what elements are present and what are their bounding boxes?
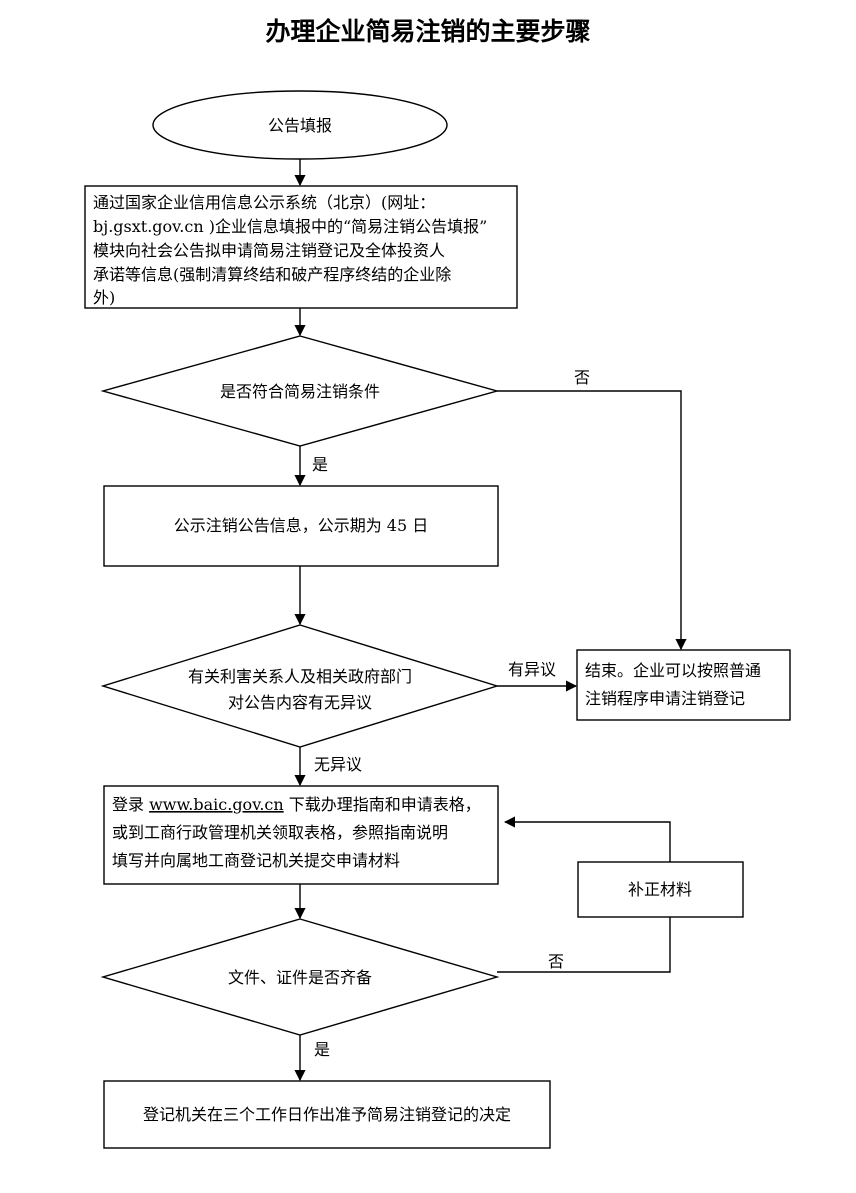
submit-suffix: 下载办理指南和申请表格， (284, 795, 481, 814)
start-node: 公告填报 (152, 90, 448, 160)
edge-label-no-docs: 否 (548, 952, 564, 971)
edge-label-yes-docs: 是 (314, 1040, 330, 1059)
end-line-1: 结束。企业可以按照普通 (585, 661, 761, 680)
publish-node: 通过国家企业信用信息公示系统（北京）(网址： bj.gsxt.gov.cn )企… (84, 185, 518, 309)
submit-line-2: 或到工商行政管理机关领取表格，参照指南说明 (112, 823, 448, 842)
docs-check-label: 文件、证件是否齐备 (228, 968, 372, 987)
end-line-2: 注销程序申请注销登记 (585, 689, 745, 708)
arrow-supplement-to-submit (503, 816, 671, 862)
baic-website-link[interactable]: www.baic.gov.cn (149, 795, 284, 814)
public-notice-node: 公示注销公告信息，公示期为 45 日 (103, 485, 499, 567)
start-label: 公告填报 (268, 116, 332, 135)
submit-node: 登录 www.baic.gov.cn 下载办理指南和申请表格， 或到工商行政管理… (103, 785, 499, 885)
docs-check-node: 文件、证件是否齐备 (100, 918, 500, 1036)
objection-check-node: 有关利害关系人及相关政府部门 对公告内容有无异议 (100, 624, 500, 748)
supplement-label: 补正材料 (628, 880, 692, 899)
publish-line-4: 承诺等信息(强制清算终结和破产程序终结的企业除 (93, 265, 451, 284)
objection-check-line-2: 对公告内容有无异议 (228, 693, 372, 712)
end-node: 结束。企业可以按照普通 注销程序申请注销登记 (576, 649, 791, 721)
decision-label: 登记机关在三个工作日作出准予简易注销登记的决定 (143, 1105, 511, 1124)
line-docs-no-to-supplement (497, 917, 671, 973)
edge-label-no-objection: 无异议 (314, 755, 362, 774)
supplement-node: 补正材料 (577, 861, 744, 918)
edge-label-no-condition: 否 (574, 368, 590, 387)
decision-node: 登记机关在三个工作日作出准予简易注销登记的决定 (103, 1080, 551, 1149)
submit-line-1: 登录 www.baic.gov.cn 下载办理指南和申请表格， (112, 795, 481, 814)
submit-prefix: 登录 (112, 795, 149, 814)
submit-line-3: 填写并向属地工商登记机关提交申请材料 (112, 851, 400, 870)
arrow-condition-no-to-end (497, 390, 687, 651)
publish-line-5: 外) (93, 288, 115, 307)
page-title: 办理企业简易注销的主要步骤 (265, 17, 591, 46)
edge-label-has-objection: 有异议 (508, 660, 556, 679)
condition-check-node: 是否符合简易注销条件 (100, 335, 500, 447)
public-notice-label: 公示注销公告信息，公示期为 45 日 (174, 516, 429, 535)
publish-line-3: 模块向社会公告拟申请简易注销登记及全体投资人 (93, 241, 445, 260)
publish-line-1: 通过国家企业信用信息公示系统（北京）(网址： (93, 193, 435, 212)
publish-line-2: bj.gsxt.gov.cn )企业信息填报中的“简易注销公告填报” (93, 217, 487, 236)
objection-check-line-1: 有关利害关系人及相关政府部门 (188, 667, 412, 686)
edge-label-yes-condition: 是 (312, 455, 328, 474)
condition-check-label: 是否符合简易注销条件 (220, 382, 380, 401)
